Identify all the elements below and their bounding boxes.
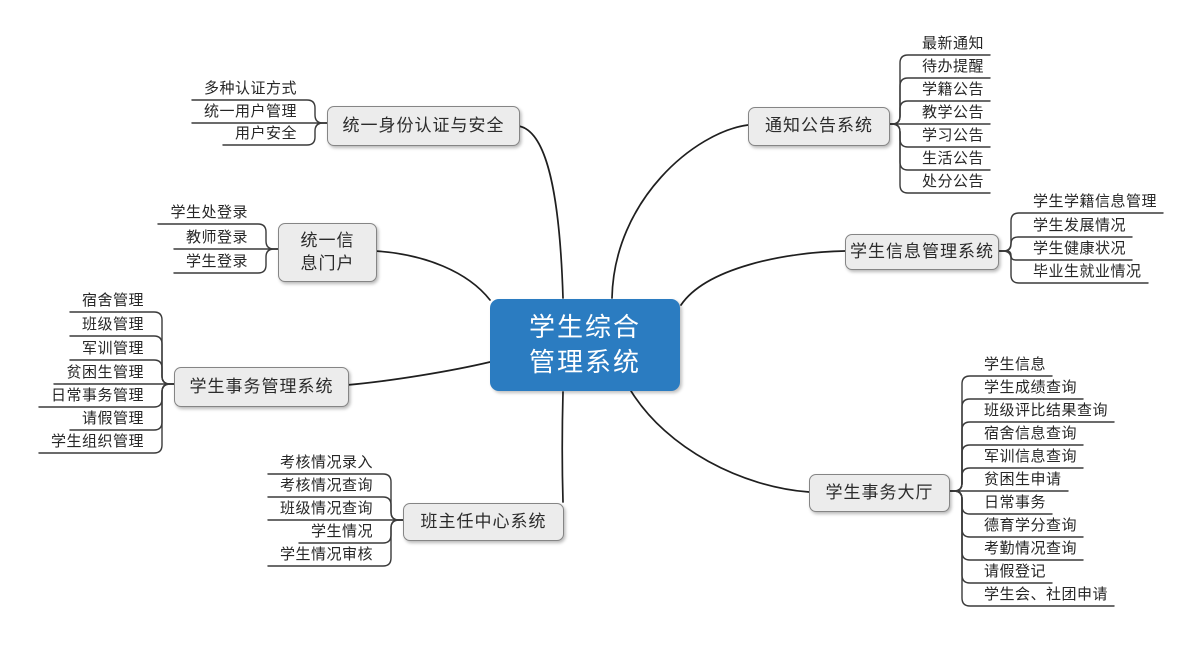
leaf-node[interactable]: 请假管理	[81, 410, 144, 427]
leaf-node[interactable]: 军训信息查询	[984, 448, 1078, 465]
leaf-node[interactable]: 考核情况录入	[279, 454, 373, 471]
leaf-node[interactable]: 学生处登录	[170, 204, 248, 221]
connector-path	[611, 124, 749, 299]
leaf-node[interactable]: 学生情况审核	[279, 546, 373, 563]
leaf-node[interactable]: 日常事务管理	[50, 387, 144, 404]
branch-node-head-teacher-center[interactable]: 班主任中心系统	[403, 503, 564, 541]
leaf-node[interactable]: 学生成绩查询	[984, 379, 1078, 396]
connector-path	[374, 250, 491, 301]
leaf-node[interactable]: 待办提醒	[922, 58, 985, 75]
central-node[interactable]: 学生综合 管理系统	[490, 299, 680, 391]
leaf-node[interactable]: 教师登录	[185, 229, 248, 246]
branch-node-notice-system[interactable]: 通知公告系统	[748, 107, 890, 146]
connector-path	[222, 122, 328, 146]
leaf-node[interactable]: 最新通知	[922, 35, 985, 52]
branch-node-student-affairs-hall[interactable]: 学生事务大厅	[809, 474, 950, 512]
connector-path	[680, 250, 846, 306]
branch-node-student-affairs-mgmt[interactable]: 学生事务管理系统	[174, 367, 349, 407]
leaf-node[interactable]: 军训管理	[81, 340, 144, 357]
leaf-node[interactable]: 学生发展情况	[1033, 217, 1127, 234]
connector-path	[38, 383, 175, 454]
connector-path	[561, 391, 564, 503]
connector-path	[996, 250, 1149, 284]
leaf-node[interactable]: 班级情况查询	[279, 500, 373, 517]
leaf-node[interactable]: 宿舍管理	[81, 292, 144, 309]
leaf-node[interactable]: 班级管理	[81, 316, 144, 333]
connector-path	[947, 490, 1115, 607]
branch-node-info-portal[interactable]: 统一信 息门户	[278, 223, 377, 282]
connector-path	[887, 123, 991, 194]
leaf-node[interactable]: 用户安全	[234, 125, 297, 142]
leaf-node[interactable]: 学生登录	[185, 253, 248, 270]
leaf-node[interactable]: 学生健康状况	[1033, 240, 1127, 257]
leaf-node[interactable]: 考勤情况查询	[984, 540, 1078, 557]
leaf-node[interactable]: 多种认证方式	[203, 80, 297, 97]
branch-node-student-info-mgmt[interactable]: 学生信息管理系统	[845, 234, 999, 270]
leaf-node[interactable]: 学生组织管理	[50, 433, 144, 450]
leaf-node[interactable]: 生活公告	[922, 150, 985, 167]
leaf-node[interactable]: 教学公告	[922, 104, 985, 121]
leaf-node[interactable]: 德育学分查询	[984, 517, 1078, 534]
leaf-node[interactable]: 请假登记	[984, 563, 1047, 580]
leaf-node[interactable]: 班级评比结果查询	[984, 402, 1109, 419]
leaf-node[interactable]: 贫困生申请	[984, 471, 1062, 488]
branch-node-identity-auth[interactable]: 统一身份认证与安全	[327, 106, 520, 146]
leaf-node[interactable]: 毕业生就业情况	[1033, 263, 1142, 280]
leaf-node[interactable]: 学生学籍信息管理	[1033, 193, 1158, 210]
leaf-node[interactable]: 日常事务	[984, 494, 1047, 511]
connector-path	[630, 390, 810, 493]
leaf-node[interactable]: 学籍公告	[922, 81, 985, 98]
connector-path	[517, 125, 564, 299]
connector-path	[173, 248, 279, 274]
connector-path	[267, 519, 404, 567]
connector-path	[346, 361, 491, 386]
leaf-node[interactable]: 统一用户管理	[203, 103, 297, 120]
leaf-node[interactable]: 考核情况查询	[279, 477, 373, 494]
leaf-node[interactable]: 学生会、社团申请	[984, 586, 1109, 603]
leaf-node[interactable]: 处分公告	[922, 173, 985, 190]
leaf-node[interactable]: 贫困生管理	[66, 364, 144, 381]
leaf-node[interactable]: 学习公告	[922, 127, 985, 144]
leaf-node[interactable]: 宿舍信息查询	[984, 425, 1078, 442]
leaf-node[interactable]: 学生情况	[310, 523, 373, 540]
leaf-node[interactable]: 学生信息	[984, 356, 1047, 373]
